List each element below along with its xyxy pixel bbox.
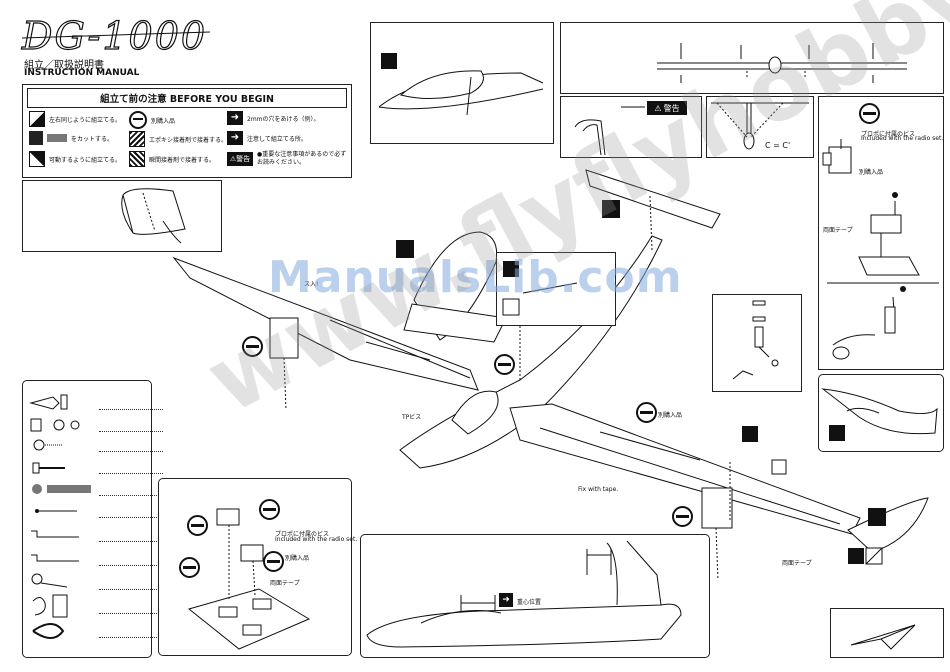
panel-glider-icon [830,608,944,658]
panel-wing-warning: ⚠警告 [560,96,702,158]
hardware-row-horn [51,399,163,413]
panel-linkage-inset [496,252,616,326]
jp-title: 組立／取扱説明書 [24,60,104,71]
separate-purchase-icon [859,103,880,124]
legend-item-separate: 別購入品 [129,111,175,129]
panel-tail-alignment: C = C' [706,96,814,158]
separate-purchase-icon [129,111,147,129]
separate-purchase-icon-right-mount [672,506,693,527]
cg-label: 重心位置 [517,599,542,606]
separate-purchase-icon-3 [179,557,200,578]
separate-purchase-icon-2 [259,499,280,520]
legend-heading: 組立て前の注意 BEFORE YOU BEGIN [27,88,347,108]
glider-silhouette-icon [850,624,916,650]
separate-purchase-icon-fuselage [494,354,515,375]
elevator-linkage-illustration [732,300,779,380]
hardware-row-rubber [51,627,163,641]
warning-badge: ⚠警告 [647,101,687,115]
servo-tray-illustration [187,508,311,650]
radio-screw-label-jp: プロポに付属のビス [861,131,916,138]
drill-arrow-icon: ➜ [227,111,243,125]
fix-with-tape-label: Fix with tape. [578,486,619,493]
canopy-illustration [378,53,544,116]
hardware-row-screw [51,441,163,455]
hardware-row-wire-1 [51,531,163,545]
hardware-row-bracket [51,603,163,617]
legend-item-symmetric: 左右同じように組立てる。 [29,111,121,127]
hardware-row-rod [51,485,163,499]
hardware-icons [29,394,91,639]
insert-label: ス入! [304,281,319,288]
legend-item-ca: 瞬間接着剤で接着する。 [129,151,215,167]
panel-servo-tray: プロポに付属のビス Included with the radio set. 別… [158,478,357,656]
panel-center-of-gravity: ➜ 重心位置 [360,534,710,658]
separate-purchase-label-wing: 別購入品 [658,412,683,419]
legend-item-drill: ➜ 2mmの穴をあける（例）。 [227,111,320,125]
tp-screw-label: TPビス [402,414,422,421]
panel-hardware-list [22,380,163,658]
hardware-row-pin [51,507,163,521]
tail-alignment-illustration [711,102,809,150]
panel-dihedral [560,22,944,94]
separate-purchase-label: 別購入品 [859,169,884,176]
logo-underline [22,31,211,39]
movable-icon [29,151,45,167]
legend-box: 組立て前の注意 BEFORE YOU BEGIN 左右同じように組立てる。 をカ… [22,84,352,178]
legend-item-warning: ⚠警告 ●重要な注意事項があるので必ずお読みください。 [227,151,347,167]
dihedral-illustration [657,43,907,83]
ca-glue-icon [129,151,145,167]
separate-purchase-label-2: 別購入品 [285,555,310,562]
radio-screw-label-en: Included with the radio set. [861,135,944,142]
separate-purchase-icon-right-wing [636,402,657,423]
panel-tail-side [818,374,944,452]
legend-item-caution: ➜ 注意して組立てる所。 [227,131,307,145]
warning-icon: ⚠警告 [227,152,253,166]
separate-purchase-label-tray: 両面テープ [270,580,300,587]
double-tape-label-wing: 両面テープ [782,560,812,567]
separate-purchase-icon-1 [187,515,208,536]
radio-screw-label-en-2: Included with the radio set. [275,536,358,543]
panel-elevator-linkage [712,294,802,392]
panel-canopy [370,22,554,144]
panel-wing-tape [22,180,222,252]
cg-illustration [366,540,682,648]
cg-arrow-icon: ➜ [499,593,513,607]
product-logo: DG-1000 [21,13,208,58]
hardware-row-clevis [51,421,163,435]
wing-tape-illustration [121,188,186,244]
caution-arrow-icon: ➜ [227,131,243,145]
hardware-row-bolt [51,463,163,477]
epoxy-glue-icon [381,53,397,69]
double-tape-label: 両面テープ [823,227,853,234]
c-equals-label: C = C' [765,141,791,150]
hardware-row-wire-2 [51,555,163,569]
hardware-row-hook [51,579,163,593]
legend-item-movable: 可動するように組立てる。 [29,151,121,167]
linkage-inset-illustration [502,261,578,316]
en-title: INSTRUCTION MANUAL [24,68,140,78]
separate-purchase-icon-left-mount [242,336,263,357]
separate-purchase-icon-4 [263,551,284,572]
epoxy-icon [129,131,145,147]
legend-item-epoxy: エポキシ接着剤で接着する。 [129,131,227,147]
panel-servo: プロポに付属のビス Included with the radio set. 別… [818,96,944,370]
warning-triangle-icon: ⚠ [654,103,662,113]
symmetric-icon [29,111,45,127]
wingtip-illustration [574,106,645,156]
tail-side-illustration [821,388,938,441]
radio-screw-label-jp-2: プロポに付属のビス [275,531,330,538]
cut-icon [29,131,43,145]
legend-item-cut: をカットする。 [29,131,113,145]
servo-illustration [822,139,939,360]
bar-icon [47,134,67,142]
